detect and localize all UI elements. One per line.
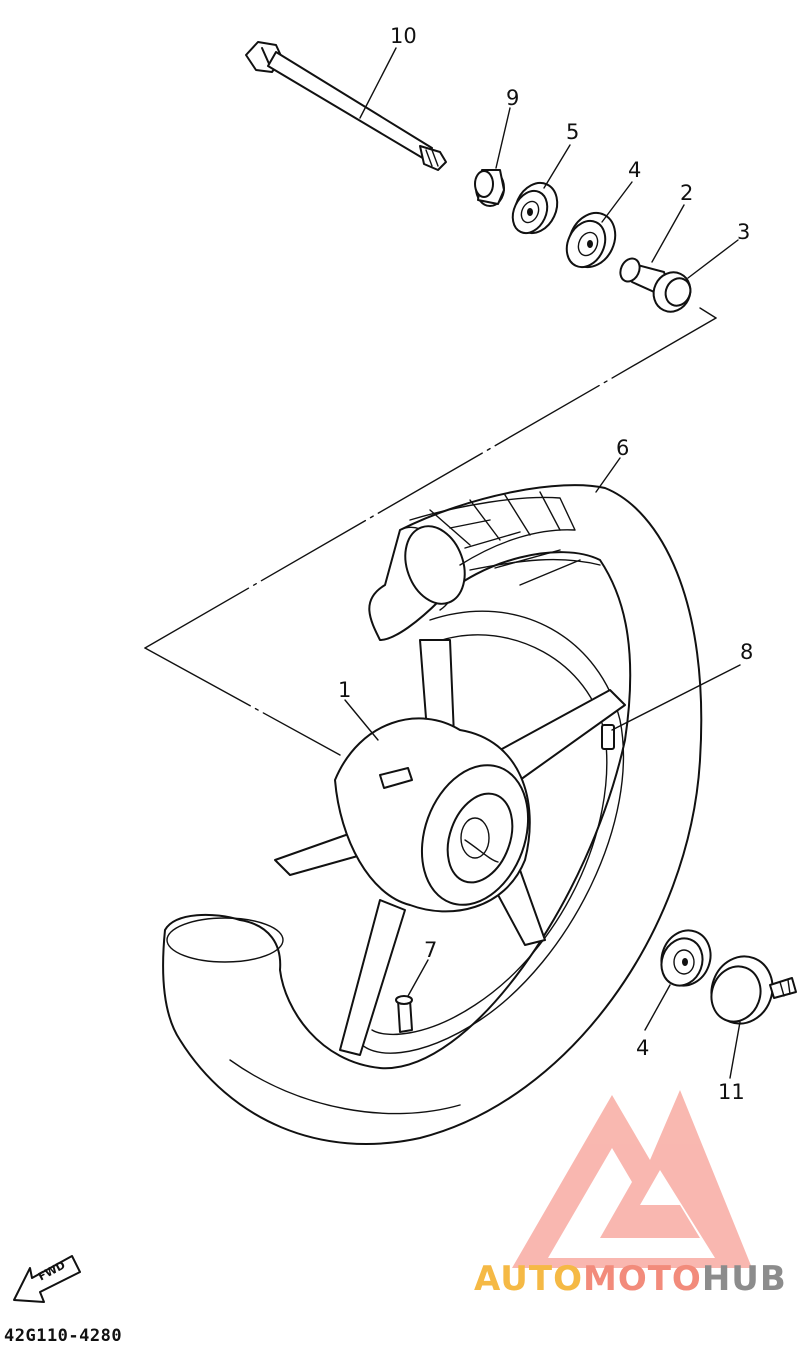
valve-part: [395, 995, 413, 1033]
callout-leaders: [344, 47, 741, 1079]
collar-part: [474, 169, 505, 207]
callout-3: 3: [737, 220, 751, 244]
callout-11: 11: [718, 1080, 745, 1104]
callout-4-bottom: 4: [636, 1036, 650, 1060]
bearing-part-lower: [660, 929, 712, 987]
callout-10: 10: [390, 24, 417, 48]
callout-8: 8: [740, 640, 754, 664]
wheel-part: [274, 610, 626, 1056]
callout-7: 7: [424, 938, 438, 962]
spacer-tube-part: [619, 257, 692, 313]
tire-part: [162, 484, 703, 1145]
callout-2: 2: [680, 181, 694, 205]
callout-9: 9: [506, 86, 520, 110]
callout-6: 6: [616, 436, 630, 460]
forward-arrow-icon: [13, 1255, 81, 1303]
watermark-wordmark: AUTOMOTOHUB: [474, 1262, 787, 1296]
callout-5: 5: [566, 120, 580, 144]
bearing-part-upper: [511, 181, 559, 235]
callout-4-top: 4: [628, 158, 642, 182]
collar-part-lower: [710, 955, 797, 1025]
callout-1: 1: [338, 678, 352, 702]
wordmark-part-3: HUB: [701, 1259, 787, 1299]
assembly-guide-lines: [144, 307, 717, 756]
wordmark-part-1: AUTO: [474, 1259, 583, 1299]
bearing-part-middle: [565, 211, 617, 269]
watermark-logo: [512, 1090, 752, 1268]
axle-part: [245, 41, 447, 171]
wordmark-part-2: MOTO: [582, 1259, 702, 1299]
part-code: 42G110-4280: [4, 1326, 123, 1346]
